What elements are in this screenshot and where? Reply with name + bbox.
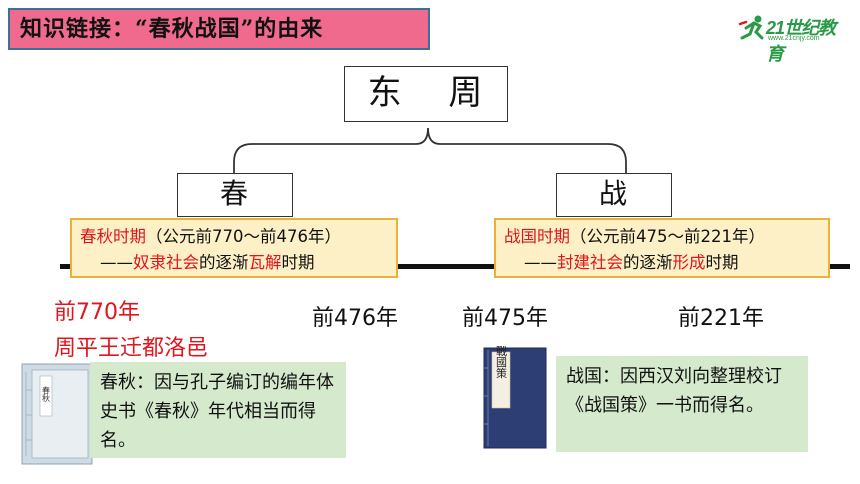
logo-text: 21世纪教育: [766, 18, 836, 64]
chunqiu-box: 春 秋: [177, 173, 293, 250]
zhanguo-period-info: 战国时期（公元前475～前221年） ——封建社会的逐渐形成时期: [494, 218, 830, 278]
chunqiu-period-info: 春秋时期（公元前770～前476年） ——奴隶社会的逐渐瓦解时期: [70, 218, 398, 278]
timeline-axis: [60, 264, 850, 269]
connector-text: 的逐渐: [199, 253, 249, 272]
society-type: 封建社会: [557, 253, 623, 272]
zhanguo-origin-note: 战国：因西汉刘向整理校订《战国策》一书而得名。: [556, 356, 808, 452]
change-type: 形成: [672, 253, 706, 272]
period-range: （公元前770～前476年）: [146, 227, 341, 246]
logo-url: www.21cnjy.com: [768, 35, 820, 42]
period-range: （公元前475～前221年）: [570, 227, 765, 246]
running-figure-icon: [738, 15, 764, 40]
society-type: 奴隶社会: [133, 253, 199, 272]
book-title-text: 春秋: [42, 385, 51, 403]
zhanguo-book-image: 戰國策: [483, 346, 547, 449]
dash: ——: [524, 253, 557, 272]
period-name: 春秋时期: [80, 227, 146, 246]
date-221: 前221年: [678, 306, 764, 331]
book-title-text: 戰國策: [495, 346, 508, 379]
date-475: 前475年: [462, 306, 548, 331]
event-label: 周平王迁都洛邑: [54, 336, 209, 361]
chunqiu-book-image: 春秋: [21, 363, 93, 465]
suffix-text: 时期: [705, 253, 739, 272]
change-type: 瓦解: [248, 253, 282, 272]
dash: ——: [100, 253, 133, 272]
dongzhou-box: 东 周: [344, 66, 508, 122]
suffix-text: 时期: [281, 253, 315, 272]
date-770: 前770年: [54, 300, 140, 325]
chunqiu-origin-note: 春秋：因与孔子编订的编年体史书《春秋》年代相当而得名。: [90, 362, 346, 458]
site-logo: 21世纪教育 www.21cnjy.com: [738, 14, 850, 64]
date-476: 前476年: [312, 306, 398, 331]
connector-text: 的逐渐: [623, 253, 673, 272]
page-title: 知识链接：“春秋战国”的由来: [8, 8, 430, 50]
zhanguo-box: 战 国: [556, 173, 672, 250]
period-name: 战国时期: [504, 227, 570, 246]
